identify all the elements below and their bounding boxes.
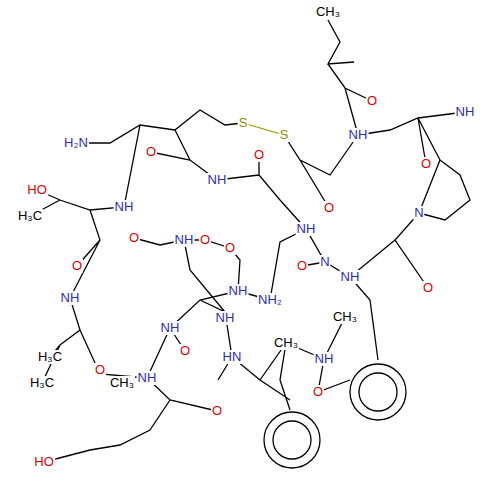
atom-label: NH — [296, 222, 317, 236]
bonds — [30, 20, 470, 468]
atom-label: NH — [340, 270, 361, 284]
atom-label: O — [211, 404, 223, 418]
atom-label: NH — [314, 352, 335, 366]
atom-label: O — [94, 363, 106, 377]
atom-label: HN — [222, 350, 243, 364]
atom-label: NH — [60, 291, 81, 305]
benzene-ring-inner — [273, 421, 311, 459]
atom-label: O — [312, 385, 324, 399]
bond-lines — [30, 20, 470, 462]
atom-label: H₃C — [17, 209, 43, 223]
atom-label: O — [179, 344, 191, 358]
atom-label: CH₃ — [315, 5, 341, 19]
atom-label: O — [71, 259, 83, 273]
atom-label: NH — [455, 105, 476, 119]
atom-label: NH — [174, 233, 195, 247]
atom-label: N — [413, 206, 424, 220]
atom-label: NH₂ — [257, 293, 283, 307]
atom-label: NH — [160, 321, 181, 335]
atom-label: HO — [26, 183, 48, 197]
benzene-ring — [264, 412, 320, 468]
atom-label: O — [366, 94, 378, 108]
benzene-ring — [350, 364, 406, 420]
atom-label: S — [279, 128, 290, 142]
benzene-ring-inner — [359, 373, 397, 411]
atom-label: NH — [348, 128, 369, 142]
atom-label: NH — [137, 371, 158, 385]
atom-label: CH₃ — [332, 310, 358, 324]
atom-label: O — [224, 241, 236, 255]
atom-label: O — [420, 157, 432, 171]
atom-label: HO — [33, 455, 55, 469]
atom-label: H₂N — [63, 136, 89, 150]
atom-label: O — [199, 233, 211, 247]
atom-label: O — [296, 259, 308, 273]
atom-label: NH — [228, 284, 249, 298]
atom-label: CH₃ — [273, 336, 299, 350]
atom-label: O — [323, 201, 335, 215]
atom-label: H₃C — [37, 350, 63, 364]
atom-label: NH — [215, 311, 236, 325]
atom-label: O — [145, 145, 157, 159]
atom-label: O — [422, 281, 434, 295]
atom-label: N — [319, 255, 330, 269]
atom-label: CH₃ — [109, 376, 135, 390]
atom-label: H₃C — [29, 376, 55, 390]
atom-label: NH — [207, 173, 228, 187]
atom-label: NH — [114, 200, 135, 214]
atom-label: O — [128, 231, 140, 245]
atom-label: S — [238, 116, 249, 130]
atom-label: O — [253, 148, 265, 162]
